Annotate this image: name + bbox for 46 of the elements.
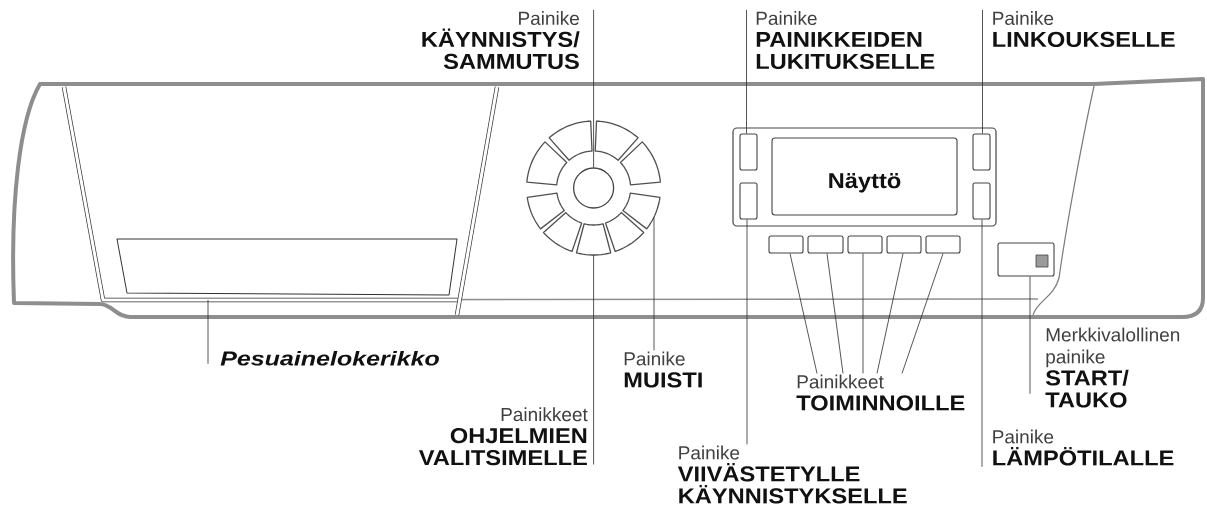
function-button bbox=[847, 235, 883, 254]
selector-button bbox=[526, 141, 568, 186]
selector-button bbox=[594, 120, 639, 161]
selector-button bbox=[575, 223, 612, 256]
callout-label: Painikkeet OHJELMIEN VALITSIMELLE bbox=[418, 407, 588, 466]
function-button bbox=[768, 235, 804, 254]
selector-button bbox=[526, 192, 565, 230]
callout-label: Painike PAINIKKEIDEN LUKITUKSELLE bbox=[756, 11, 935, 70]
selector-button bbox=[542, 211, 583, 253]
display-screen: Näyttö bbox=[771, 137, 958, 216]
leader-line bbox=[981, 219, 983, 468]
selector-button bbox=[604, 211, 645, 253]
leader-line bbox=[876, 253, 904, 374]
side-button bbox=[972, 182, 991, 220]
selector-button bbox=[619, 141, 661, 186]
leader-line bbox=[789, 253, 818, 374]
leader-line bbox=[207, 299, 209, 365]
function-button bbox=[807, 235, 844, 254]
leader-line bbox=[982, 9, 983, 134]
selector-button bbox=[548, 120, 593, 161]
callout-label: Painike LÄMPÖTILALLE bbox=[993, 429, 1174, 466]
callout-label: Merkkivalollinen painike START/ TAUKO bbox=[1045, 327, 1180, 408]
leader-line bbox=[593, 9, 594, 168]
callout-label: Pesuainelokerikko bbox=[220, 350, 439, 366]
start-button bbox=[997, 242, 1055, 277]
selector-button bbox=[622, 192, 661, 230]
side-button bbox=[739, 133, 758, 171]
leader-line bbox=[901, 253, 944, 374]
callout-label: Painike LINKOUKSELLE bbox=[993, 11, 1175, 48]
leader-line bbox=[653, 217, 655, 351]
function-button bbox=[925, 235, 961, 254]
detergent-drawer bbox=[61, 86, 500, 316]
function-button bbox=[886, 235, 922, 254]
leader-line bbox=[593, 254, 594, 465]
side-button bbox=[739, 182, 758, 220]
leader-line bbox=[826, 253, 844, 374]
leader-line bbox=[746, 219, 748, 445]
leader-line bbox=[862, 253, 864, 374]
leader-line bbox=[746, 9, 747, 134]
leader-line bbox=[1029, 276, 1031, 395]
callout-label: Painike MUISTI bbox=[624, 351, 702, 388]
side-button bbox=[972, 133, 991, 171]
callout-label: Painike KÄYNNISTYS/ SAMMUTUS bbox=[422, 11, 580, 70]
callout-label: Painikkeet TOIMINNOILLE bbox=[796, 374, 965, 411]
callout-label: Painike VIIVÄSTETYLLE KÄYNNISTYKSELLE bbox=[677, 445, 907, 504]
power-button bbox=[572, 167, 615, 209]
